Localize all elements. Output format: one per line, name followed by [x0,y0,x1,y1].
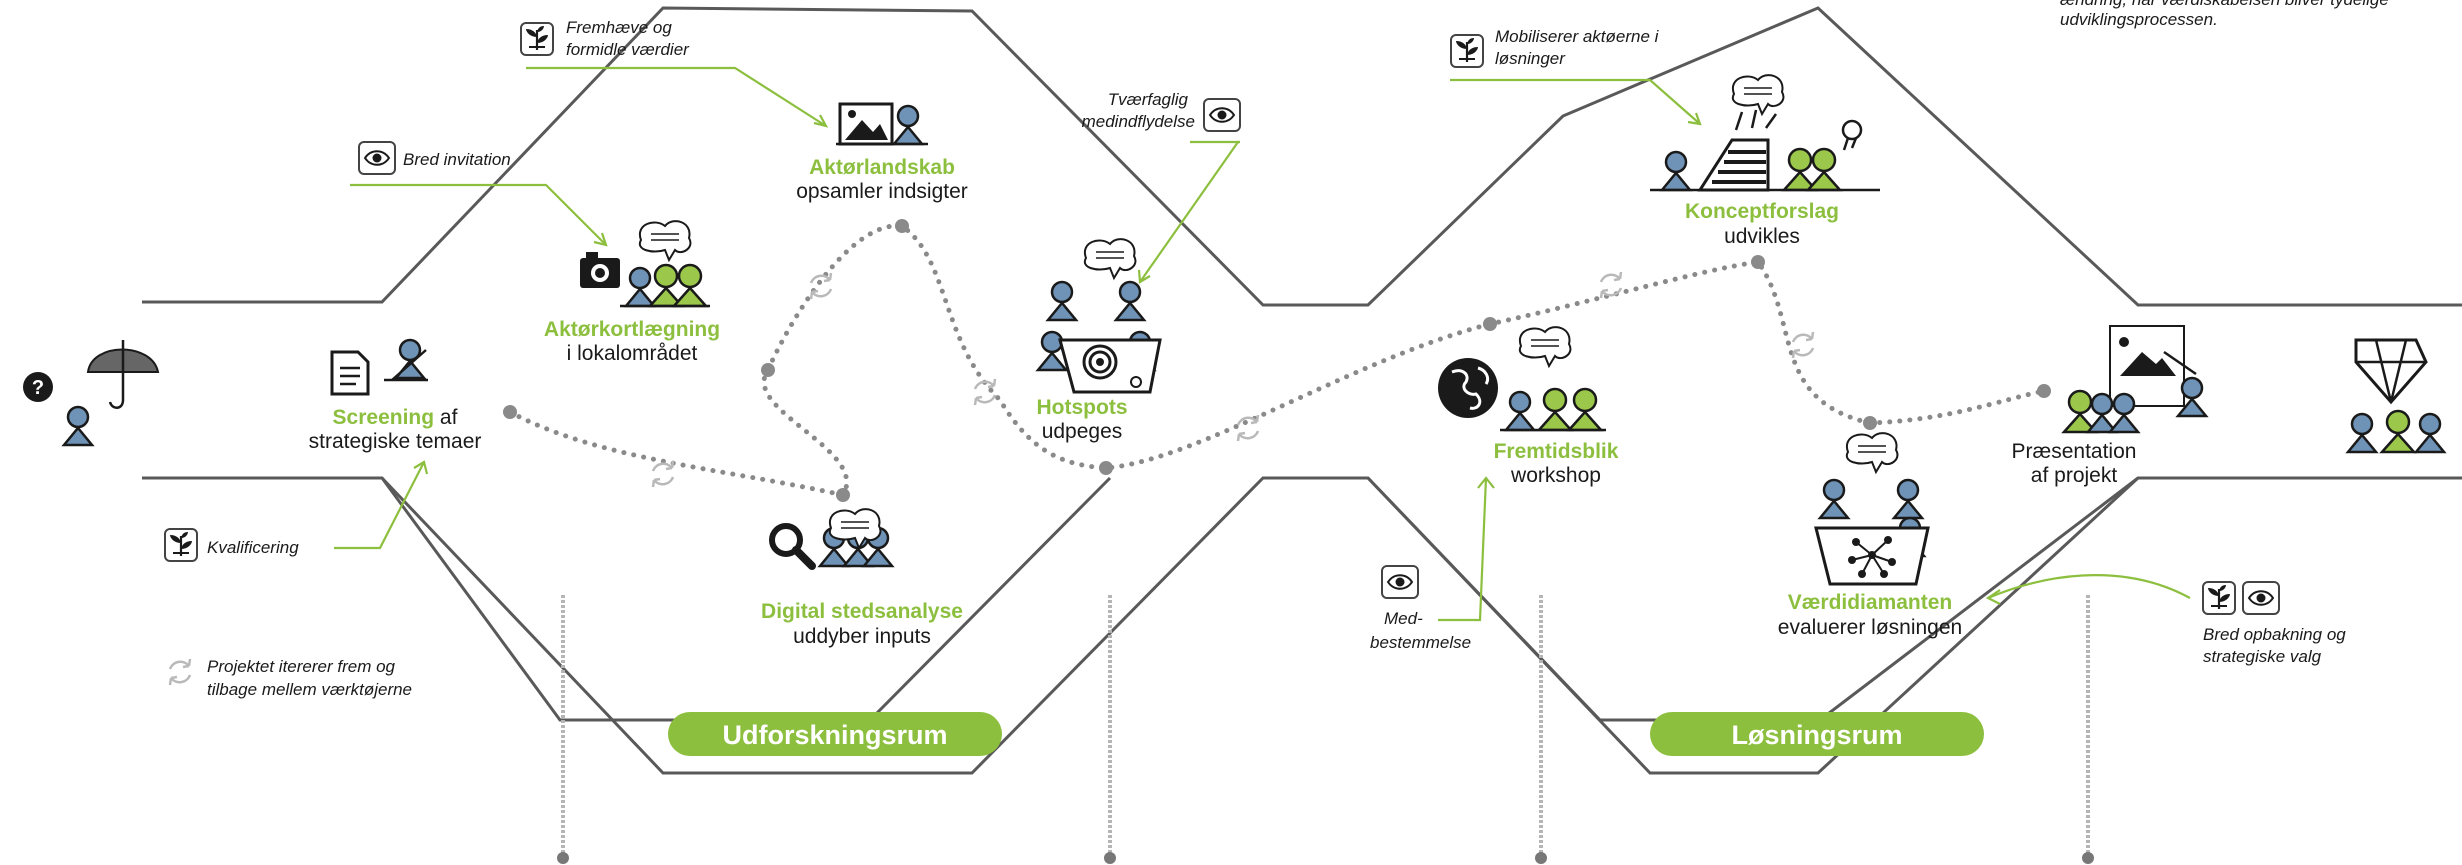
step-konceptforslag: Konceptforslag udvikles [1650,74,1880,248]
eye-icon [358,141,396,175]
document-icon [330,350,370,396]
process-path [507,223,2047,498]
praesentation-subtitle: af projekt [2031,464,2118,487]
konceptforslag-title: Konceptforslag [1685,200,1839,223]
uncertainty-person: ? [23,340,160,447]
step-digital-stedsanalyse: Digital stedsanalyse uddyber inputs [761,508,963,648]
sprout-icon [163,527,199,563]
fremtidsblik-subtitle: workshop [1510,464,1601,487]
bred-opbakning-line2: strategiske valg [2203,647,2322,666]
svg-text:?: ? [32,377,44,399]
top-note-line1: ændring, når værdiskabelsen bliver tydel… [2060,0,2389,9]
digital-stedsanalyse-subtitle: uddyber inputs [793,625,931,648]
magnifier-icon [769,523,816,570]
presentation-board-icon [2109,325,2197,407]
eye-icon [2242,581,2280,615]
landscape-picture-icon [838,102,894,146]
aktorkortlaegning-subtitle: i lokalområdet [567,342,698,365]
screening-title: Screening [333,406,435,429]
question-mark-icon: ? [23,372,53,402]
mobiliserer-line2: løsninger [1495,49,1566,68]
digital-stedsanalyse-title: Digital stedsanalyse [761,600,963,623]
umbrella-icon [86,340,160,409]
sprout-icon [2201,580,2237,616]
medbestemmelse-line2: bestemmelse [1370,633,1471,652]
diamond-group [2346,338,2446,454]
vaerdidiamanten-title: Værdidiamanten [1788,591,1953,614]
tvaerfaglig-line2: medindflydelse [1082,112,1195,131]
screening-suffix: af [434,406,458,429]
eye-icon [1203,98,1241,132]
annotation-medbestemmelse: Med- bestemmelse [1370,476,1495,652]
cycle-arrows-icon [651,270,1815,489]
screening-subtitle: strategiske temaer [309,430,482,453]
annotation-kvalificering: Kvalificering [163,460,429,563]
lightbulb-icon [1841,119,1863,151]
annotation-mobiliserer: Mobiliserer aktøerne i løsninger [1449,27,1702,126]
screening-title-line: Screening af [333,406,458,429]
hotspots-title: Hotspots [1037,396,1128,419]
annotation-bred-invitation: Bred invitation [350,141,608,247]
annotation-fremhaeve: Fremhæve og formidle værdier [519,18,829,128]
annotation-bred-opbakning: Bred opbakning og strategiske valg [1985,574,2346,666]
bred-opbakning-line1: Bred opbakning og [2203,625,2346,644]
diamond-icon [2354,338,2428,405]
kvalificering-text: Kvalificering [207,538,299,557]
step-aktorkortlaegning: Aktørkortlægning i lokalområdet [544,220,720,365]
step-praesentation: Præsentation af projekt [2012,325,2208,487]
sprout-icon [1449,33,1485,69]
exploration-space-pill: Udforskningsrum [668,712,1002,756]
solution-space-pill: Løsningsrum [1650,712,1984,756]
step-screening: Screening af strategiske temaer [309,338,482,453]
step-hotspots: Hotspots udpeges [1037,238,1162,443]
step-fremtidsblik: Fremtidsblik workshop [1438,326,1619,487]
bred-invitation-text: Bred invitation [403,150,511,169]
annotation-iterer: Projektet itererer frem og tilbage melle… [168,657,412,699]
aktorlandskab-title: Aktørlandskab [809,156,955,179]
praesentation-title: Præsentation [2012,440,2137,463]
vaerdidiamanten-subtitle: evaluerer løsningen [1778,616,1962,639]
tvaerfaglig-line1: Tværfaglig [1108,90,1189,109]
globe-icon [1438,358,1498,418]
konceptforslag-subtitle: udvikles [1724,225,1800,248]
fremhaeve-line1: Fremhæve og [566,18,672,37]
eye-icon [1381,565,1419,599]
mobiliserer-line1: Mobiliserer aktøerne i [1495,27,1660,46]
step-vaerdidiamanten: Værdidiamanten evaluerer løsningen [1778,432,1962,639]
building-blocks-icon [1697,109,1778,192]
solution-space-label: Løsningsrum [1731,720,1902,750]
hotspots-subtitle: udpeges [1042,420,1123,443]
medbestemmelse-line1: Med- [1384,609,1423,628]
top-note-line2: udviklingsprocessen. [2060,10,2218,29]
cycle-arrows-icon [168,657,192,687]
fremtidsblik-title: Fremtidsblik [1494,440,1619,463]
sprout-icon [519,21,555,57]
network-basket-icon [1814,526,1930,586]
annotation-tvaerfaglig: Tværfaglig medindflydelse [1082,90,1241,284]
phase-poles [557,595,2094,864]
target-basket-icon [1058,338,1162,394]
step-aktorlandskab: Aktørlandskab opsamler indsigter [796,102,968,203]
exploration-space-label: Udforskningsrum [722,720,947,750]
aktorkortlaegning-title: Aktørkortlægning [544,318,720,341]
path-nodes [503,219,2051,502]
camera-icon [580,252,620,288]
iterer-line2: tilbage mellem værktøjerne [207,680,412,699]
fremhaeve-line2: formidle værdier [566,40,690,59]
aktorlandskab-subtitle: opsamler indsigter [796,180,968,203]
iterer-line1: Projektet itererer frem og [207,657,396,676]
